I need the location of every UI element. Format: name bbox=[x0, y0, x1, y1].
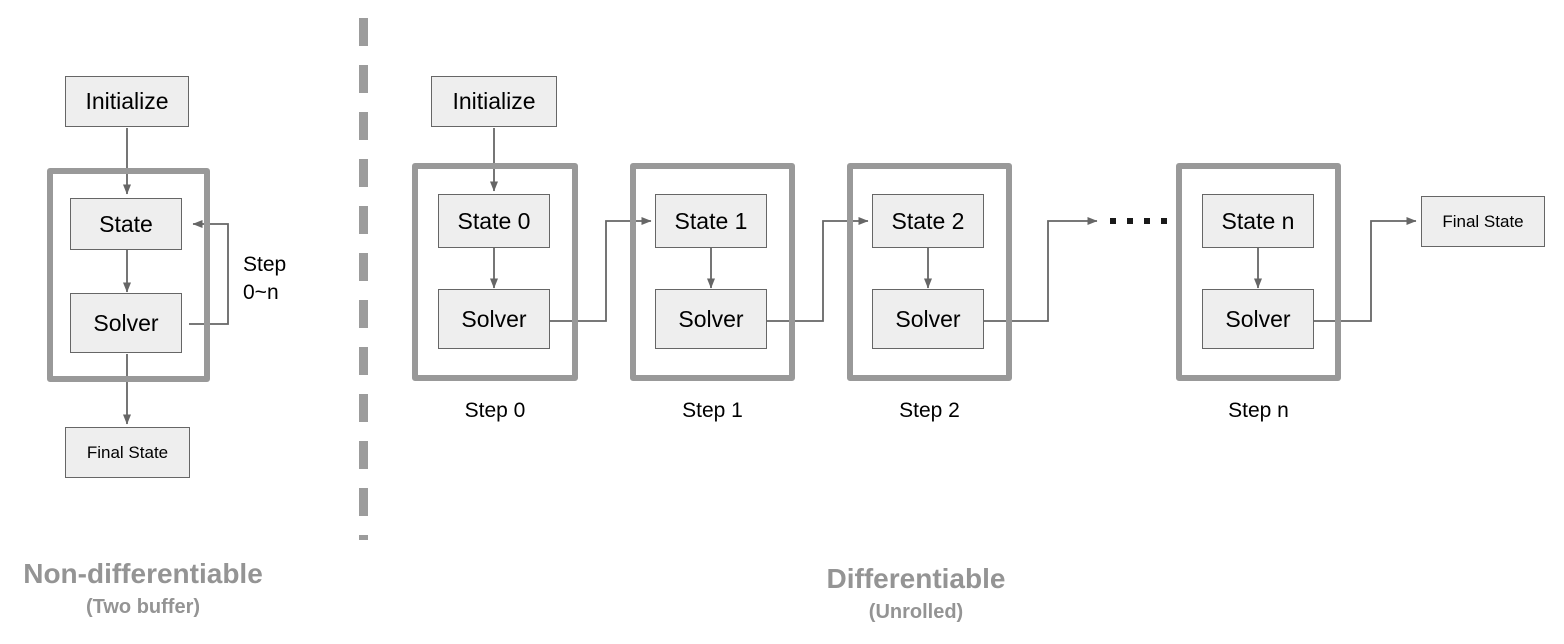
initialize-box-left[interactable]: Initialize bbox=[65, 76, 189, 127]
solver-box-n[interactable]: Solver bbox=[1202, 289, 1314, 349]
solver-box-1[interactable]: Solver bbox=[655, 289, 767, 349]
final-state-box-left[interactable]: Final State bbox=[65, 427, 190, 478]
panel-title-right-main: Differentiable bbox=[826, 563, 1006, 594]
step-group-box-2 bbox=[847, 163, 1012, 381]
panel-title-left: Non-differentiable (Two buffer) bbox=[0, 558, 286, 619]
step-group-box-1 bbox=[630, 163, 795, 381]
ellipsis-dot bbox=[1161, 218, 1167, 224]
state-box-left[interactable]: State bbox=[70, 198, 182, 250]
panel-divider bbox=[359, 18, 368, 540]
step-group-box-n bbox=[1176, 163, 1341, 381]
ellipsis-dot bbox=[1110, 218, 1116, 224]
ellipsis-dot bbox=[1144, 218, 1150, 224]
state-box-1[interactable]: State 1 bbox=[655, 194, 767, 248]
step-caption-1: Step 1 bbox=[682, 399, 743, 422]
panel-title-right-sub: (Unrolled) bbox=[868, 601, 964, 623]
loop-step-label-line2: 0~n bbox=[243, 280, 279, 304]
loop-step-label-line1: Step bbox=[243, 253, 287, 276]
loop-group-box-left bbox=[47, 168, 210, 382]
state-box-n[interactable]: State n bbox=[1202, 194, 1314, 248]
final-state-box-right[interactable]: Final State bbox=[1421, 196, 1545, 247]
step-caption-n: Step n bbox=[1228, 399, 1289, 422]
state-box-0[interactable]: State 0 bbox=[438, 194, 550, 248]
panel-title-left-sub: (Two buffer) bbox=[85, 596, 201, 618]
ellipsis-dot bbox=[1127, 218, 1133, 224]
loop-step-label-left: Step 0~n bbox=[243, 251, 286, 306]
step-caption-2: Step 2 bbox=[899, 399, 960, 422]
solver-box-left[interactable]: Solver bbox=[70, 293, 182, 353]
step-group-box-0 bbox=[412, 163, 578, 381]
solver-box-2[interactable]: Solver bbox=[872, 289, 984, 349]
ellipsis-dots bbox=[1110, 218, 1167, 224]
solver-box-0[interactable]: Solver bbox=[438, 289, 550, 349]
panel-title-right: Differentiable (Unrolled) bbox=[746, 563, 1086, 624]
step-caption-0: Step 0 bbox=[464, 399, 526, 422]
panel-title-left-main: Non-differentiable bbox=[23, 558, 263, 589]
state-box-2[interactable]: State 2 bbox=[872, 194, 984, 248]
initialize-box-right[interactable]: Initialize bbox=[431, 76, 557, 127]
